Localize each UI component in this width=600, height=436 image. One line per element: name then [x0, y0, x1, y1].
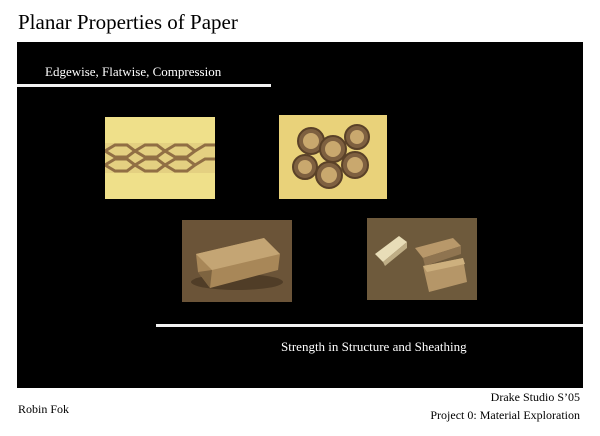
- studio-label: Drake Studio S’05: [490, 390, 580, 404]
- slide-title: Planar Properties of Paper: [18, 10, 238, 34]
- project-label: Project 0: Material Exploration: [430, 408, 580, 422]
- divider-bottom: [156, 324, 583, 327]
- black-panel: Edgewise, Flatwise, Compression: [17, 42, 583, 388]
- subtitle-bottom: Strength in Structure and Sheathing: [281, 339, 467, 354]
- photo-paper-block: [182, 220, 292, 302]
- subtitle-top: Edgewise, Flatwise, Compression: [45, 64, 222, 79]
- photo-paper-blocks-group: [367, 218, 477, 300]
- author-name: Robin Fok: [18, 402, 70, 416]
- photo-honeycomb: [105, 117, 215, 199]
- divider-top: [17, 84, 271, 87]
- photo-tube-cluster: [279, 115, 387, 199]
